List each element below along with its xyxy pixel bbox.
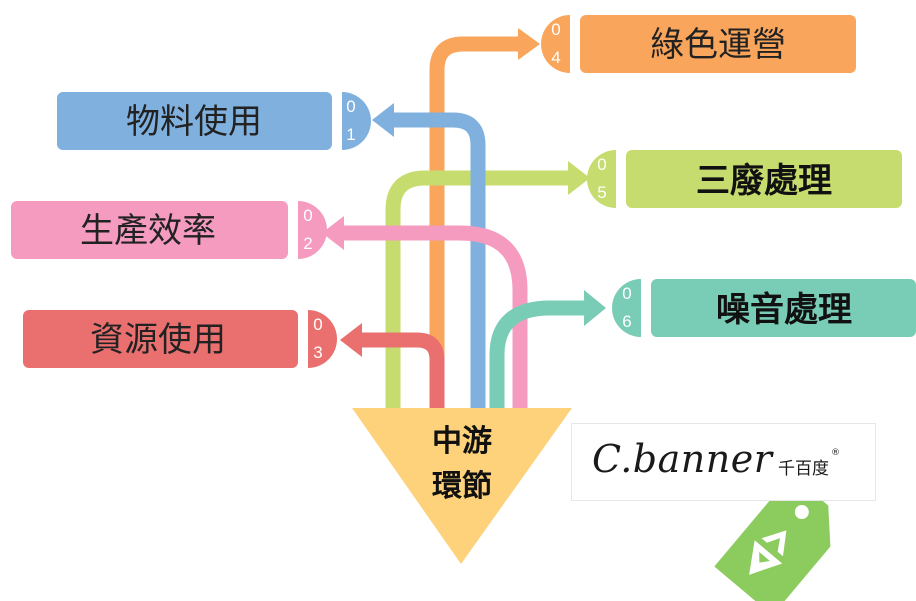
flow-line-01: [390, 112, 486, 410]
arrow-05: [568, 161, 590, 195]
category-04: 0 4 綠色運營: [541, 15, 856, 73]
number-05-d1: 0: [597, 155, 606, 174]
recycle-tag-icon: [714, 474, 831, 601]
label-box-02: [11, 201, 288, 259]
label-text-02: 生產效率: [80, 211, 216, 251]
label-box-01: [57, 92, 332, 150]
number-badge-06: [612, 279, 641, 337]
arrow-06: [584, 290, 606, 326]
label-text-04: 綠色運營: [650, 25, 786, 65]
logo-chinese-text: 千百度: [778, 459, 829, 479]
number-badge-02: [298, 201, 327, 259]
center-label-line2: 環節: [432, 469, 492, 504]
center-label-line1: 中游: [432, 424, 492, 459]
number-02-d2: 2: [303, 234, 312, 253]
flow-line-03: [358, 332, 445, 410]
number-04-d2: 4: [551, 48, 560, 67]
arrow-04: [518, 28, 540, 60]
number-05-d2: 5: [597, 183, 606, 202]
logo-brand-text: C.banner: [592, 437, 773, 481]
arrow-01: [372, 103, 394, 137]
number-06-d2: 6: [622, 312, 631, 331]
label-text-05: 三廢處理: [696, 161, 832, 201]
number-badge-01: [342, 92, 371, 150]
brand-logo: C.banner 千百度 ®: [571, 423, 876, 501]
label-text-03: 資源使用: [90, 320, 226, 360]
label-box-03: [23, 310, 298, 368]
flow-line-05: [385, 170, 572, 410]
flow-line-04: [429, 36, 522, 410]
flow-line-06: [489, 300, 588, 410]
flow-line-02: [340, 225, 528, 410]
label-text-06: 噪音處理: [716, 290, 852, 330]
number-04-d1: 0: [551, 20, 560, 39]
category-05: 0 5 三廢處理: [587, 150, 902, 208]
category-03: 0 3 資源使用: [23, 310, 337, 368]
number-03-d1: 0: [313, 315, 322, 334]
arrow-02: [322, 216, 344, 250]
label-box-06: [651, 279, 916, 337]
number-badge-04: [541, 15, 570, 73]
logo-registered-mark: ®: [831, 448, 840, 458]
number-01-d1: 0: [346, 97, 355, 116]
label-box-04: [580, 15, 856, 73]
number-01-d2: 1: [346, 125, 355, 144]
category-06: 0 6 噪音處理: [612, 279, 916, 337]
number-06-d1: 0: [622, 284, 631, 303]
arrow-03: [340, 323, 362, 357]
recycle-symbol-icon: [749, 530, 787, 575]
center-funnel: [352, 408, 572, 564]
number-badge-05: [587, 150, 616, 208]
number-03-d2: 3: [313, 343, 322, 362]
category-02: 0 2 生產效率: [11, 201, 327, 259]
category-01: 0 1 物料使用: [57, 92, 371, 150]
flow-lines: [322, 28, 606, 410]
number-02-d1: 0: [303, 206, 312, 225]
label-text-01: 物料使用: [126, 102, 262, 142]
number-badge-03: [308, 310, 337, 368]
label-box-05: [626, 150, 902, 208]
